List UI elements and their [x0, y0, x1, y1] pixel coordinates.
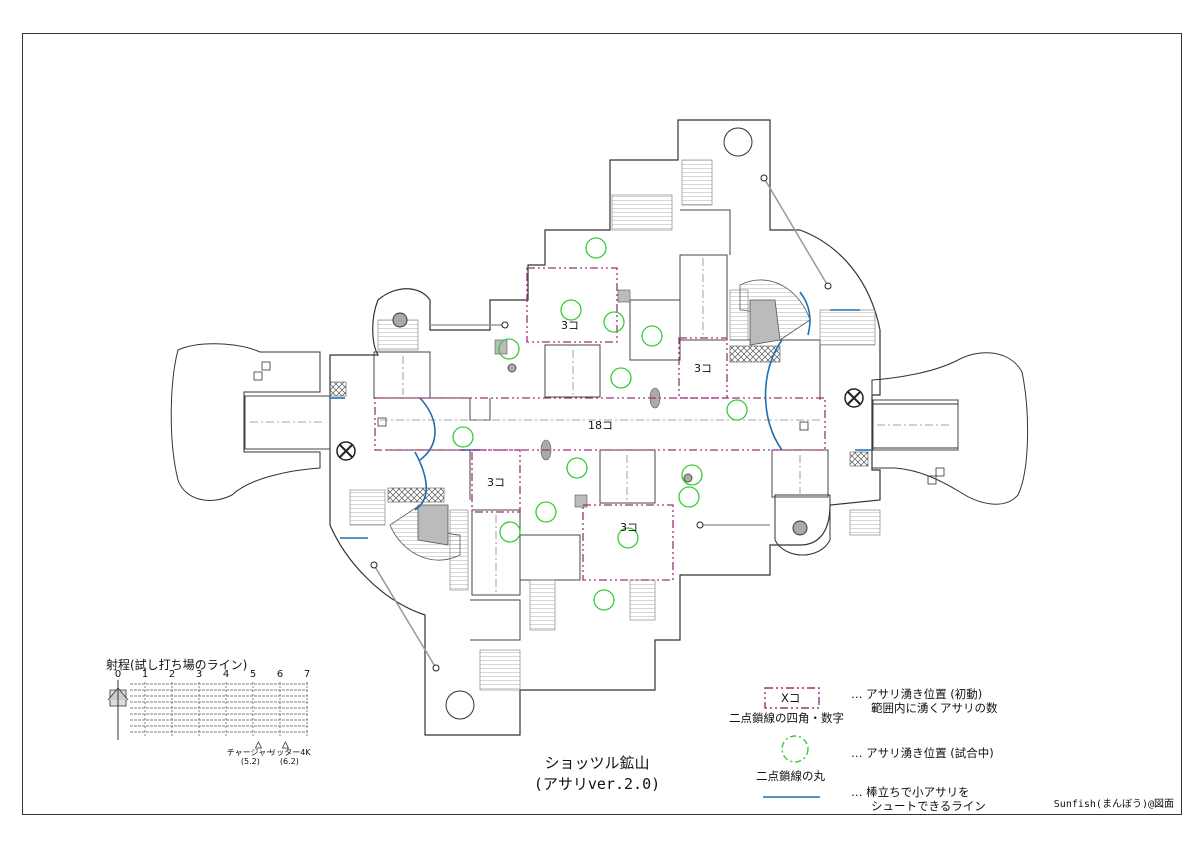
range-scale-title: 射程(試し打ち場のライン)	[106, 658, 248, 672]
clam-spawn-circle	[678, 486, 700, 508]
stage-outline	[329, 119, 881, 736]
weapon-range-value: (6.2)	[279, 757, 299, 766]
range-tick-label: 6	[276, 669, 284, 680]
map-frame	[22, 33, 1182, 815]
zone-label-top: 3コ	[561, 319, 579, 332]
left-spawn-island	[170, 343, 321, 501]
legend-box-label: Xコ	[781, 691, 801, 705]
zone-label-bottom: 3コ	[620, 521, 638, 534]
grind-rails	[373, 177, 829, 669]
clam-spawn-circle	[566, 457, 588, 479]
weapon-range-marker	[254, 741, 263, 749]
legend-circle-caption: 二点鎖線の丸	[756, 769, 825, 783]
author-credit: Sunfish(まんぼう)@図面	[1053, 799, 1174, 810]
clam-spawn-circle	[681, 464, 703, 486]
legend-graphics	[763, 687, 820, 798]
clam-spawn-circle	[499, 521, 521, 543]
weapon-range-value: (5.2)	[240, 757, 260, 766]
clam-zones	[374, 267, 826, 581]
range-tick-label: 7	[303, 669, 311, 680]
clam-spawn-circle	[593, 589, 615, 611]
range-tick-label: 2	[168, 669, 176, 680]
spawn-vents	[336, 388, 864, 461]
clam-zone-left-small	[471, 449, 521, 513]
legend-spawn-circle	[781, 735, 809, 763]
clam-spawn-circle	[617, 527, 639, 549]
weapon-range-marker	[281, 741, 290, 749]
clam-zone-right-small	[678, 337, 728, 399]
grey-block-upper	[749, 299, 781, 346]
range-scale	[107, 680, 308, 749]
weapon-label: チャージャー(5.2)	[227, 748, 274, 766]
clam-spawn-circle	[498, 338, 520, 360]
range-tick-label: 1	[141, 669, 149, 680]
legend-line-desc-1: … 棒立ちで小アサリを	[851, 785, 970, 799]
legend-line-desc-2: シュートできるライン	[871, 799, 986, 813]
legend-box-desc-2: 範囲内に湧くアサリの数	[871, 701, 998, 715]
clam-spawn-circle	[452, 426, 474, 448]
clam-circles	[452, 237, 748, 611]
legend-box-caption: 二点鎖線の四角・数字	[729, 711, 844, 725]
clam-zone-bottom	[582, 504, 674, 581]
weapon-label: リッター4K(6.2)	[268, 748, 310, 766]
clam-spawn-circle	[610, 367, 632, 389]
clam-spawn-circle	[603, 311, 625, 333]
right-spawn-island	[871, 352, 1029, 505]
grey-block-lower	[417, 504, 449, 546]
map-title: ショッツル鉱山 (アサリver.2.0)	[0, 752, 1200, 794]
weapon-name: チャージャー	[226, 748, 275, 757]
range-tick-label: 4	[222, 669, 230, 680]
range-tick-label: 5	[249, 669, 257, 680]
map-title-line2: (アサリver.2.0)	[533, 775, 661, 793]
range-tick-label: 0	[114, 669, 122, 680]
clam-spawn-circle	[726, 399, 748, 421]
legend-circle-desc: … アサリ湧き位置 (試合中)	[851, 746, 994, 760]
clam-zone-center	[374, 397, 826, 451]
clam-spawn-circle	[535, 501, 557, 523]
zone-label-right-small: 3コ	[694, 362, 712, 375]
clam-zone-top	[526, 267, 618, 343]
clam-spawn-circle	[585, 237, 607, 259]
range-tick-label: 3	[195, 669, 203, 680]
legend-box-desc-1: … アサリ湧き位置 (初動)	[851, 687, 983, 701]
map-title-line1: ショッツル鉱山	[544, 754, 650, 772]
zone-label-center: 18コ	[588, 419, 613, 432]
legend-zone-box	[764, 687, 820, 709]
weapon-name: リッター4K	[268, 748, 311, 757]
clam-spawn-circle	[641, 325, 663, 347]
towers	[392, 127, 831, 720]
grates	[329, 345, 869, 503]
zone-label-left-small: 3コ	[487, 476, 505, 489]
flow-lines	[250, 258, 952, 592]
clam-spawn-circle	[560, 299, 582, 321]
